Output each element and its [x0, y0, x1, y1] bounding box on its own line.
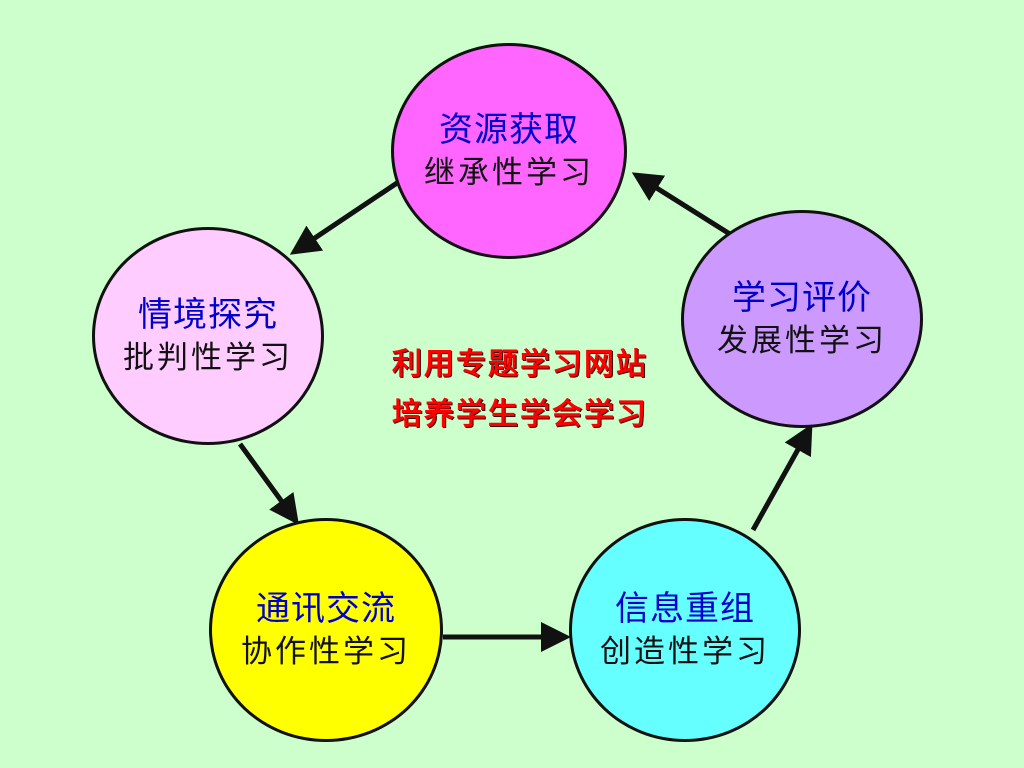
node-title: 通讯交流 — [256, 589, 396, 629]
node-learning-evaluation: 学习评价 发展性学习 — [681, 210, 923, 428]
node-subtitle: 批判性学习 — [123, 340, 293, 376]
node-title: 信息重组 — [615, 589, 755, 629]
node-title: 资源获取 — [439, 110, 579, 150]
node-situational-inquiry: 情境探究 批判性学习 — [92, 227, 324, 445]
node-title: 学习评价 — [732, 278, 872, 318]
arrow-left-to-bottom-left — [237, 442, 299, 526]
node-information-restructuring: 信息重组 创造性学习 — [569, 518, 801, 742]
node-resource-acquisition: 资源获取 继承性学习 — [391, 43, 627, 259]
center-caption-line-2: 培养学生学会学习 — [392, 397, 648, 432]
node-subtitle: 继承性学习 — [424, 155, 594, 191]
center-caption-line-1: 利用专题学习网站 — [392, 347, 648, 382]
center-caption: 利用专题学习网站 培养学生学会学习 — [300, 340, 740, 440]
node-subtitle: 创造性学习 — [600, 634, 770, 670]
node-subtitle: 协作性学习 — [241, 634, 411, 670]
node-subtitle: 发展性学习 — [717, 323, 887, 359]
arrow-bottom-right-to-right — [750, 423, 813, 532]
node-communication: 通讯交流 协作性学习 — [209, 518, 443, 742]
node-title: 情境探究 — [138, 295, 278, 335]
arrow-right-to-top — [631, 172, 735, 239]
arrow-top-to-left — [289, 180, 399, 255]
